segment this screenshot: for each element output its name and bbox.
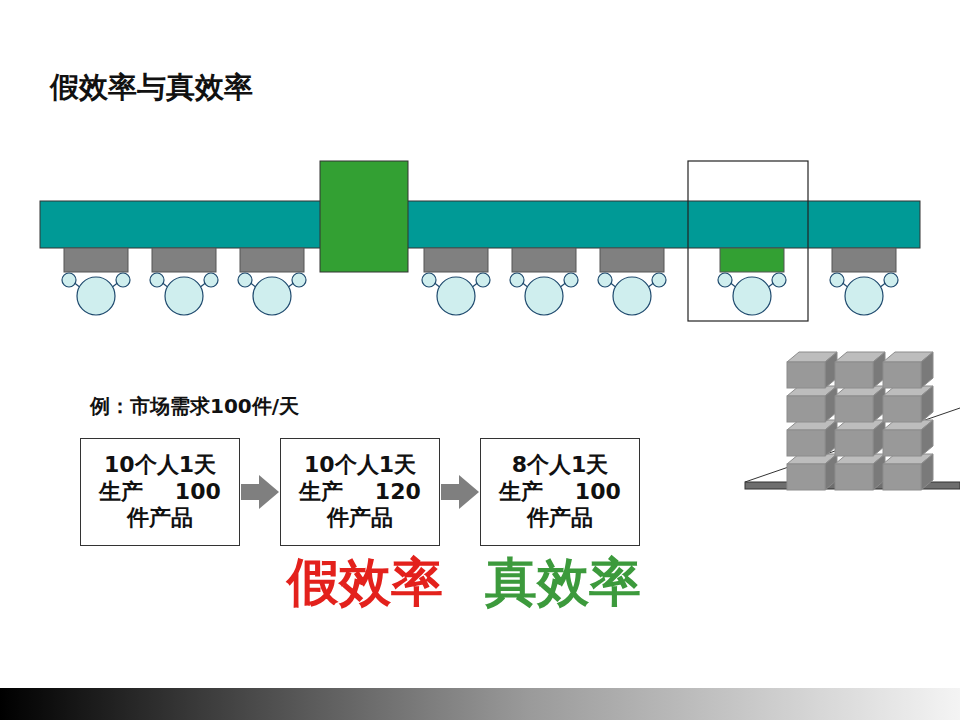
footer-bar bbox=[0, 688, 960, 720]
example-note: 例：市场需求100件/天 bbox=[90, 393, 299, 420]
false-efficiency: 假效率 bbox=[287, 548, 443, 618]
worker-station bbox=[150, 248, 218, 315]
stock-cube bbox=[883, 454, 933, 490]
stock-cube bbox=[835, 386, 885, 422]
worker-station bbox=[718, 248, 786, 315]
production-line bbox=[40, 161, 920, 321]
highlight-frame bbox=[688, 161, 808, 321]
box-text: 8个人1天 生产 100件产品 bbox=[490, 452, 630, 531]
worker-station bbox=[830, 248, 898, 315]
flow-arrow bbox=[241, 484, 259, 500]
flow-arrow bbox=[441, 484, 459, 500]
process-box: 10个人1天 生产 120件产品 bbox=[280, 438, 440, 546]
stock-cube bbox=[787, 420, 837, 456]
stock-cube bbox=[883, 420, 933, 456]
worker-station bbox=[510, 248, 578, 315]
stock-cube bbox=[787, 386, 837, 422]
stock-cube bbox=[883, 386, 933, 422]
worker-station bbox=[238, 248, 306, 315]
slide-title: 假效率与真效率 bbox=[50, 68, 253, 108]
process-box: 8个人1天 生产 100件产品 bbox=[480, 438, 640, 546]
stock-cube bbox=[787, 454, 837, 490]
stock-cube bbox=[883, 352, 933, 388]
stock-cube bbox=[787, 352, 837, 388]
worker-station bbox=[62, 248, 130, 315]
box-text: 10个人1天 生产 100件产品 bbox=[90, 452, 230, 531]
stock-cube bbox=[835, 352, 885, 388]
inventory-stack bbox=[745, 352, 960, 490]
wip-block bbox=[320, 161, 408, 272]
true-efficiency: 真效率 bbox=[485, 548, 641, 618]
process-box: 10个人1天 生产 100件产品 bbox=[80, 438, 240, 546]
conveyor bbox=[40, 201, 920, 248]
stock-cube bbox=[835, 454, 885, 490]
worker-station bbox=[422, 248, 490, 315]
stock-cube bbox=[835, 420, 885, 456]
box-text: 10个人1天 生产 120件产品 bbox=[290, 452, 430, 531]
worker-station bbox=[598, 248, 666, 315]
